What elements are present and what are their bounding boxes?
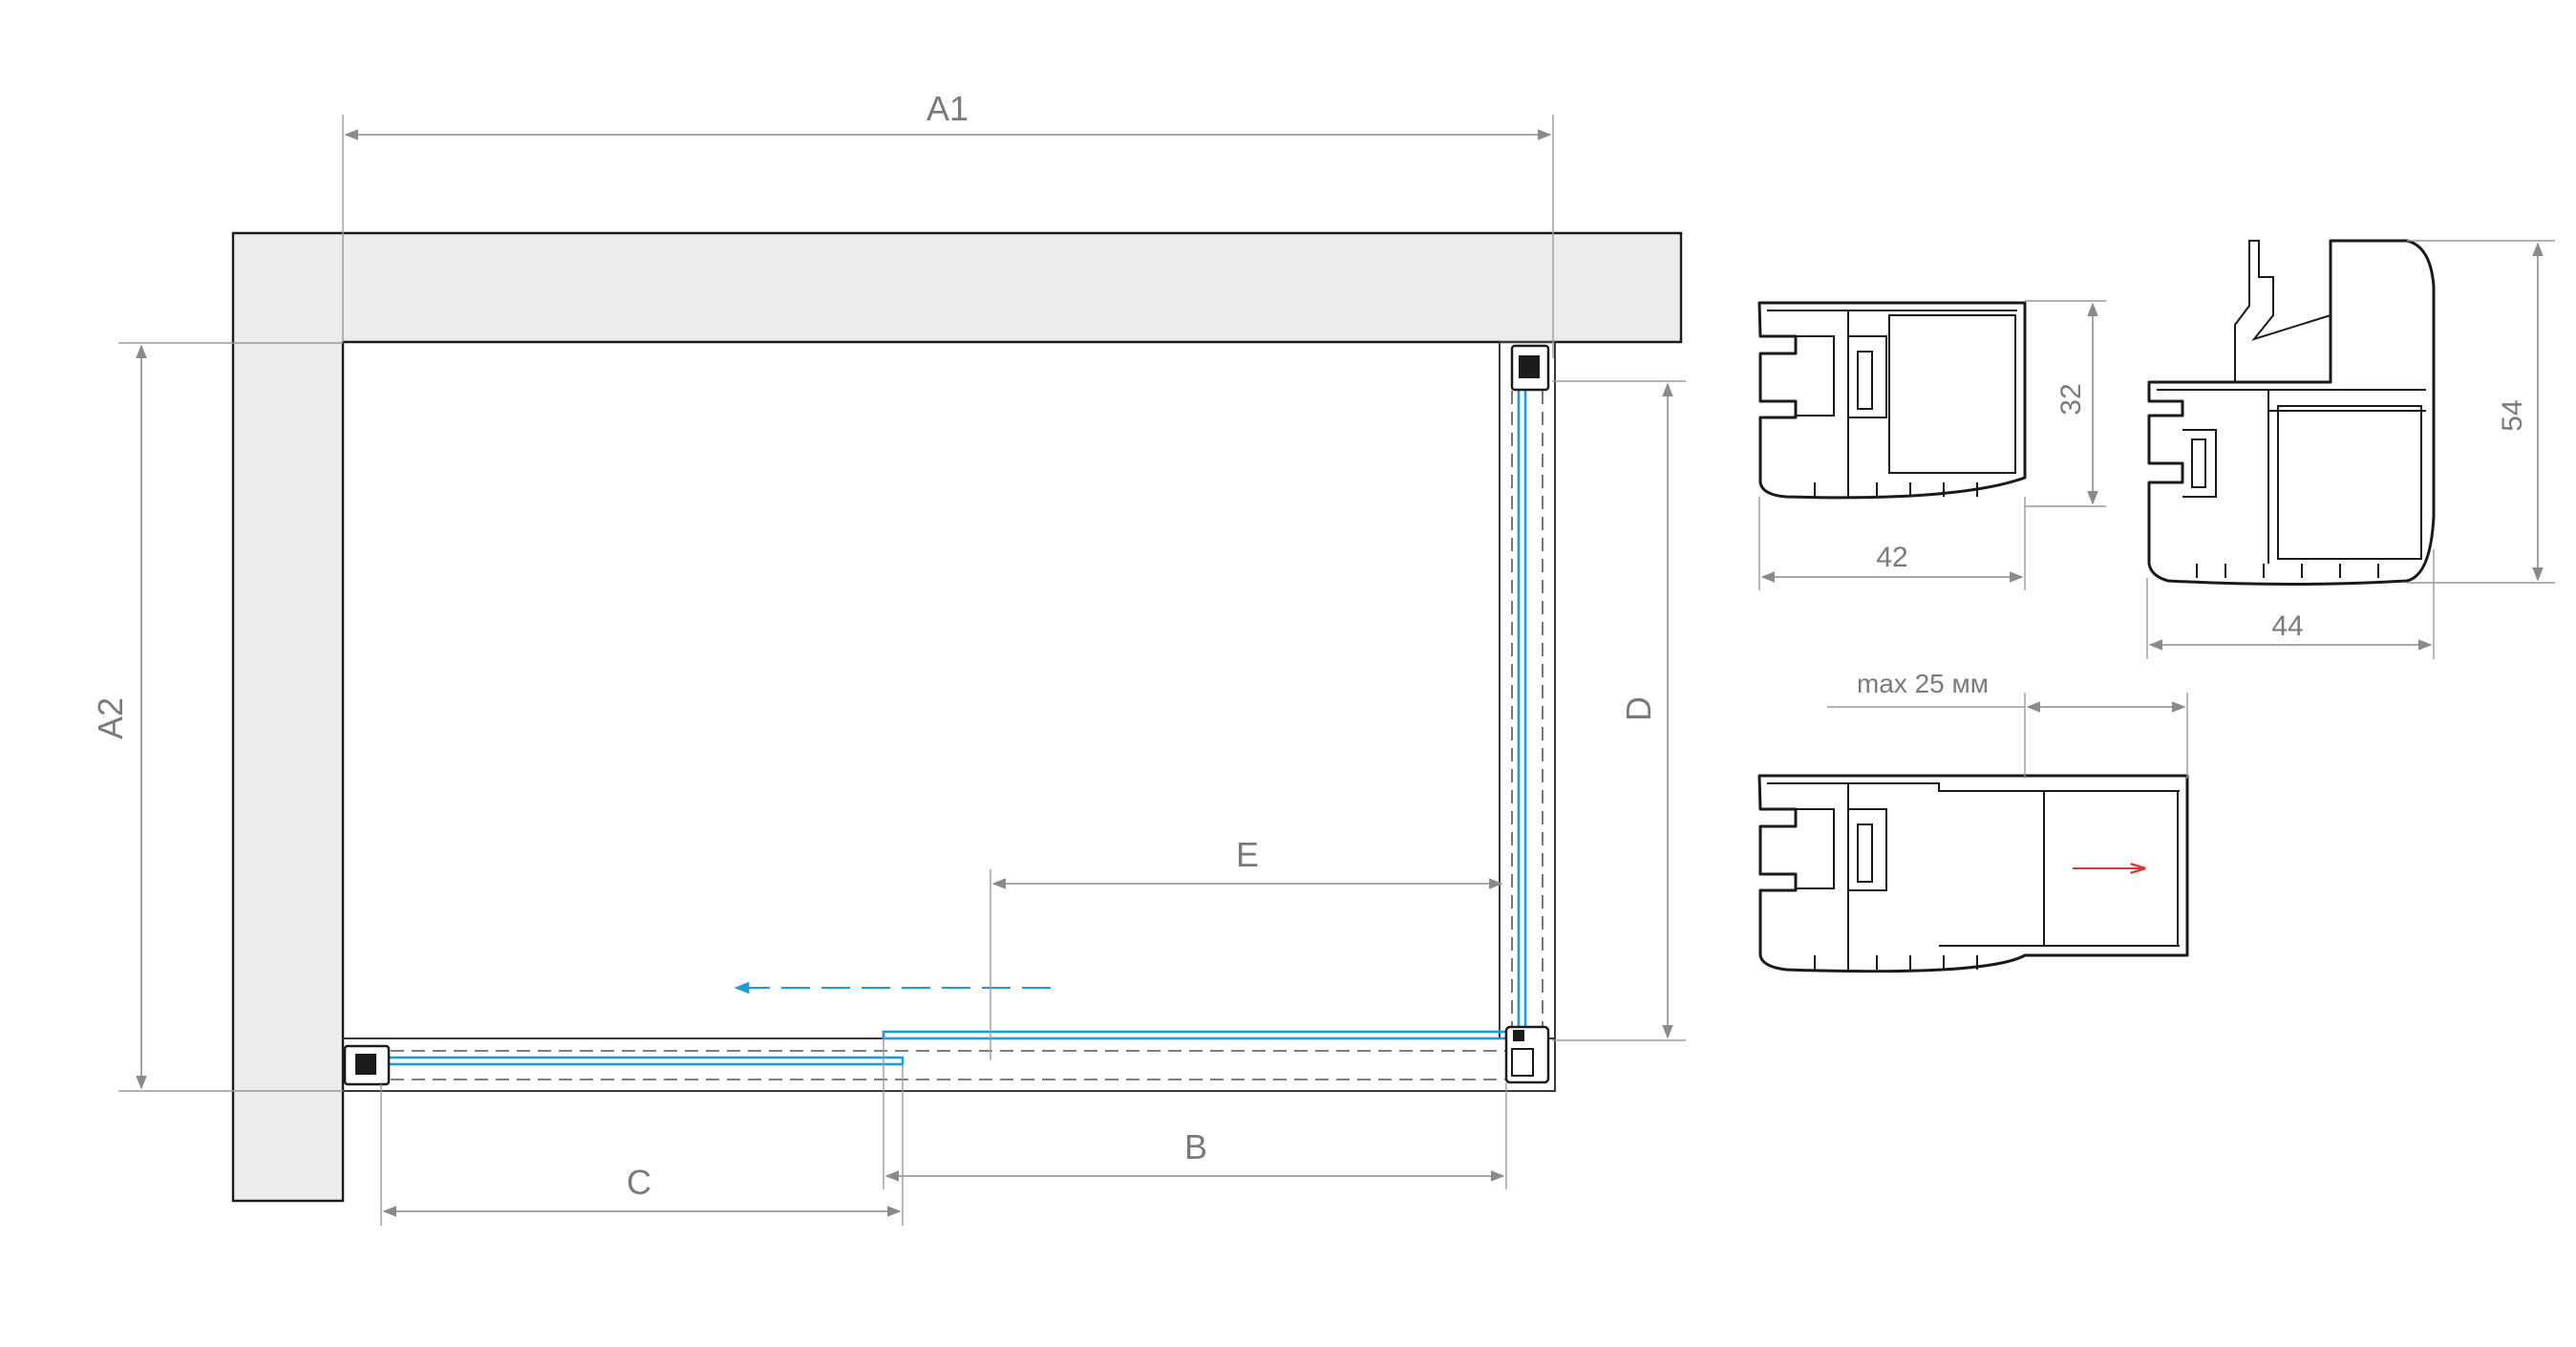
wall-profile-bottom-left (343, 1044, 391, 1086)
sliding-glass-door (371, 1056, 905, 1066)
fixed-glass-panel (882, 1030, 1508, 1040)
profile-small-height-label: 32 (2055, 383, 2087, 415)
side-glass-panel (1517, 373, 1527, 1036)
side-panel-frame (1500, 341, 1556, 1038)
profile-small-width-label: 42 (1876, 542, 1907, 573)
wall-profile-top-right (1510, 344, 1550, 392)
profile-section-large: 54 44 (2146, 239, 2555, 659)
dimension-d: D (1552, 380, 1686, 1041)
profile-section-adjustment: max 25 мм (1757, 669, 2189, 973)
dimension-label-a2: A2 (91, 697, 130, 739)
plan-view: A1 A2 D E B (91, 89, 1686, 1226)
dimension-a2: A2 (91, 342, 343, 1092)
dimension-label-d: D (1619, 696, 1658, 721)
dimension-label-e: E (1236, 835, 1259, 874)
profile-section-small: 32 42 (1757, 300, 2106, 590)
dimension-e: E (990, 835, 1503, 1060)
dimension-b: B (883, 1038, 1507, 1189)
wall (231, 231, 1683, 1203)
shower-tray (343, 342, 1556, 1092)
dimension-c: C (380, 1064, 904, 1226)
adjustment-range-label: max 25 мм (1857, 669, 1989, 698)
dimension-label-a1: A1 (926, 89, 969, 128)
profile-large-height-label: 54 (2497, 399, 2528, 431)
profile-large-width-label: 44 (2271, 610, 2303, 642)
dimension-label-c: C (627, 1163, 651, 1202)
dimension-label-b: B (1184, 1127, 1207, 1166)
dimension-a1: A1 (342, 89, 1554, 358)
corner-profile-bottom-right (1504, 1025, 1550, 1084)
